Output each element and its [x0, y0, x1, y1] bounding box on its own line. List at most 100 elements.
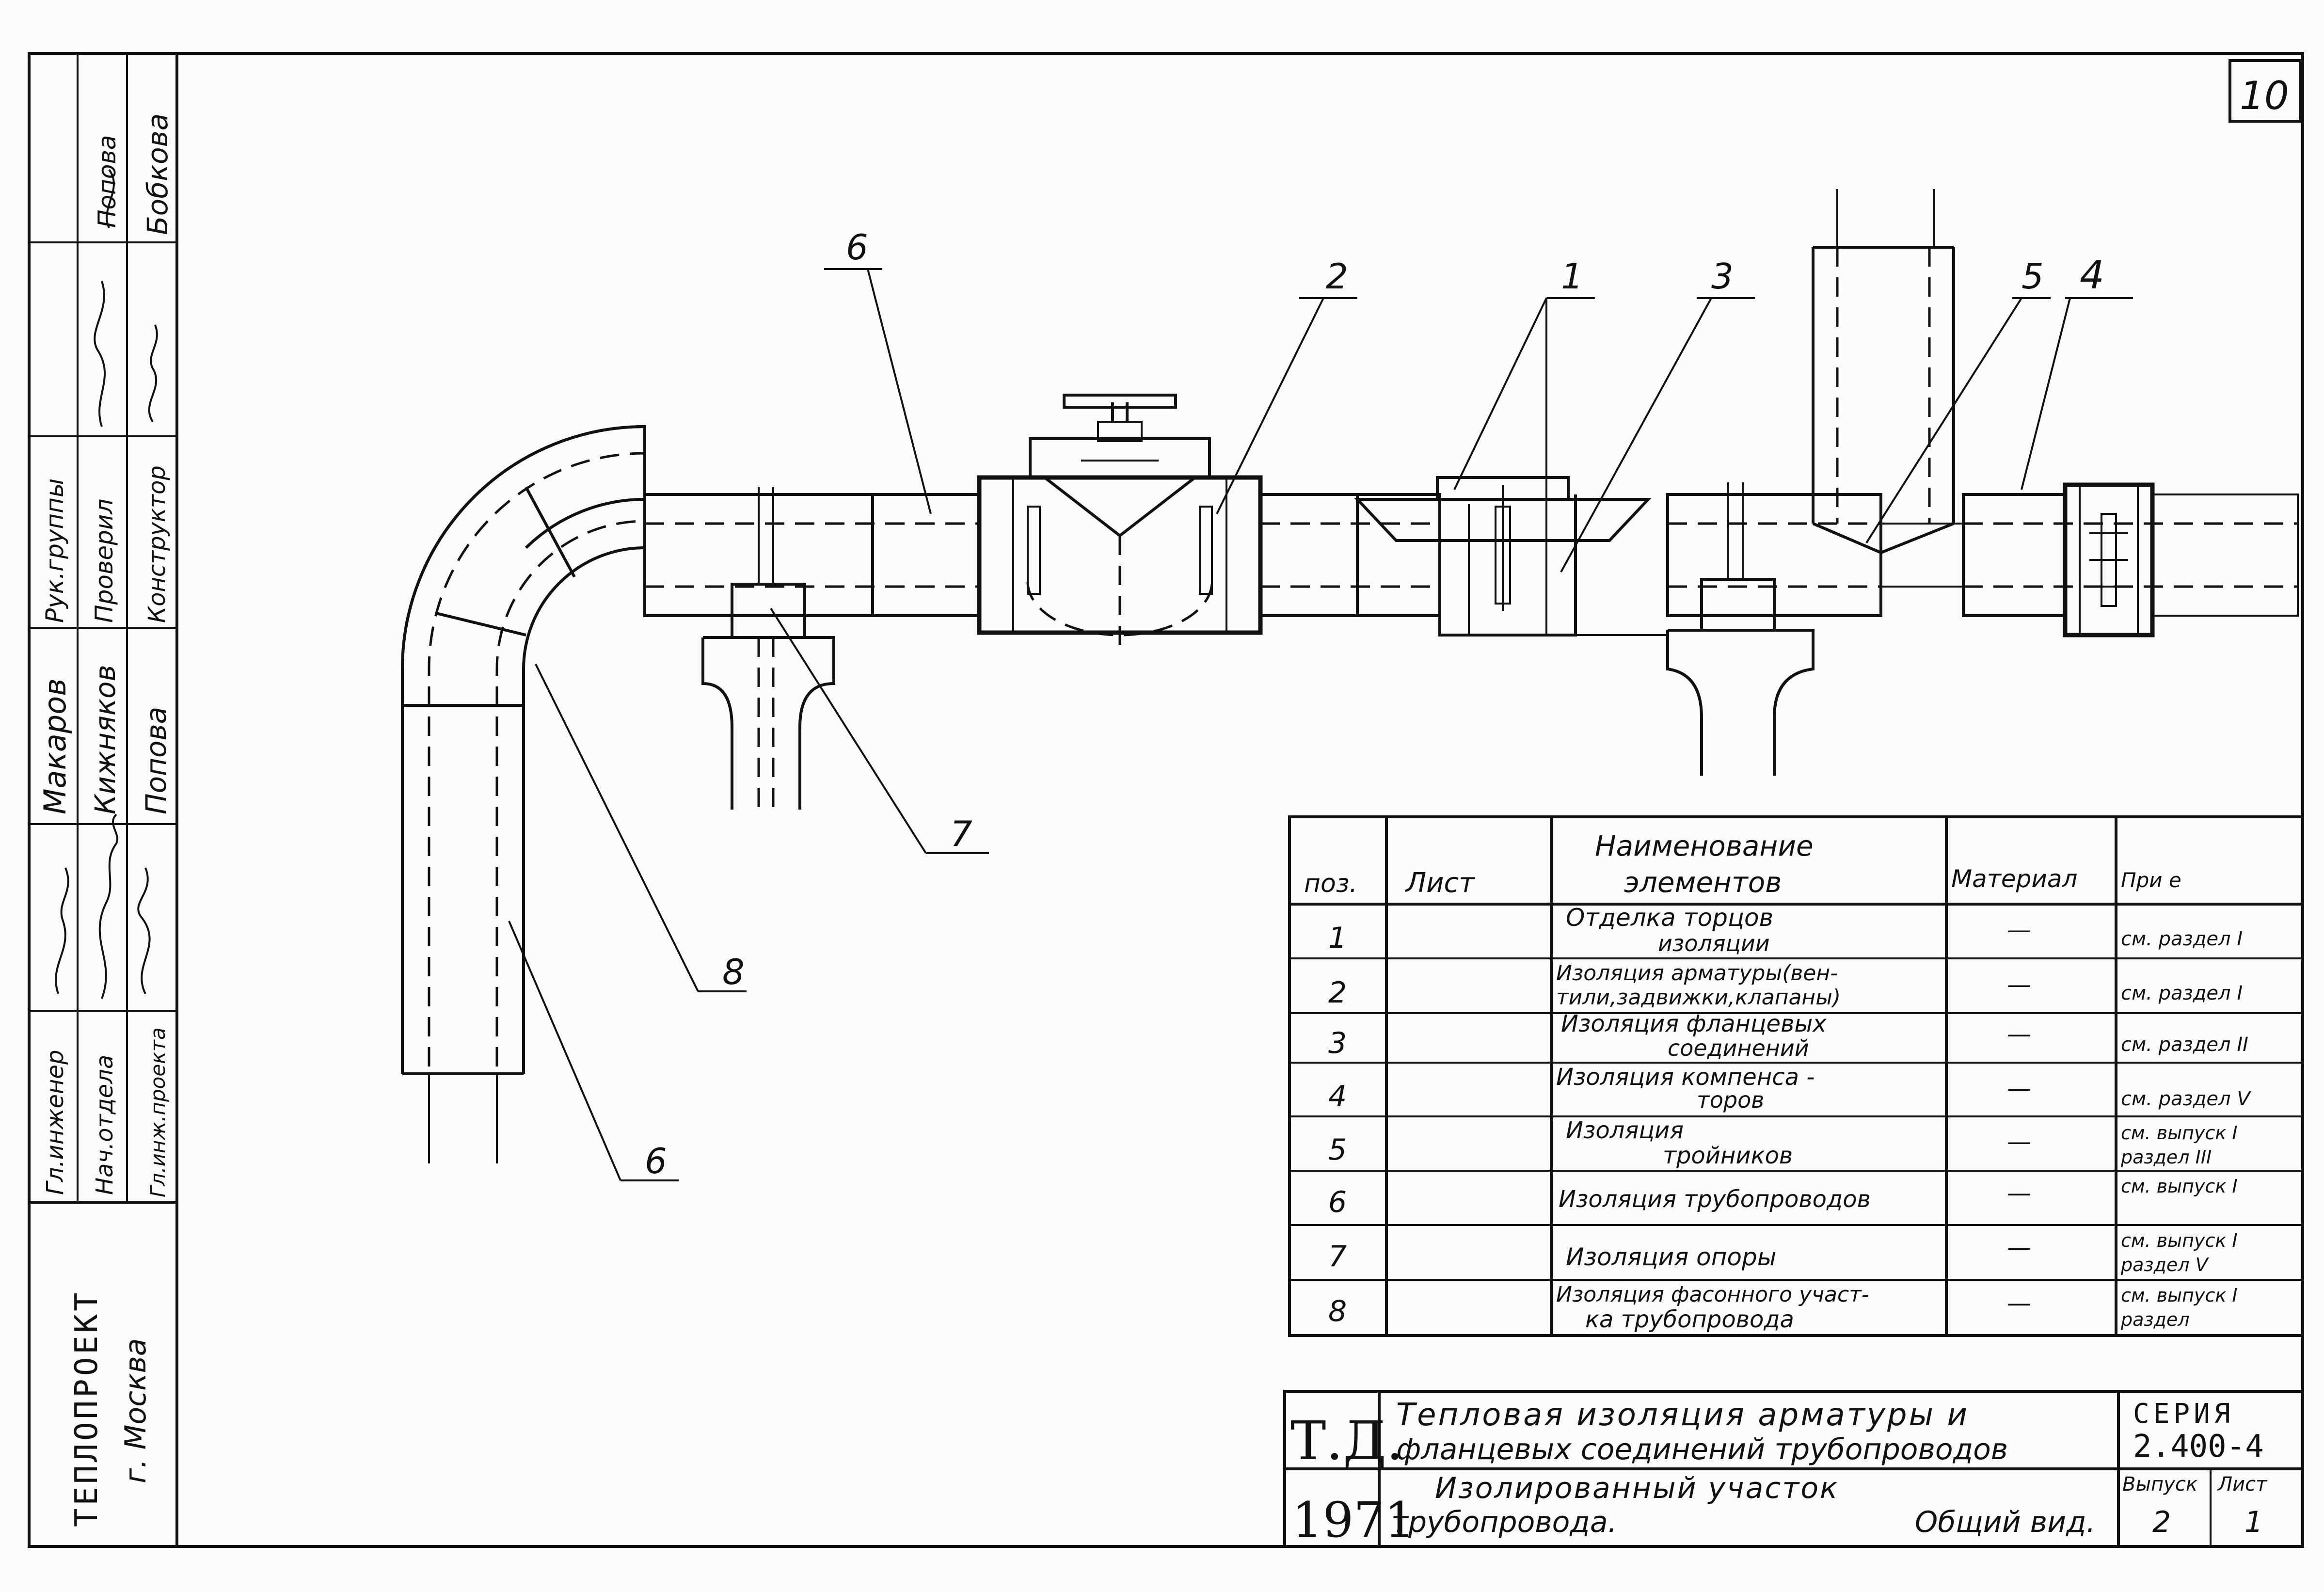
- row-8-name-2: ка трубопровода: [1585, 1306, 1794, 1333]
- callout-6-top: 6: [846, 227, 868, 268]
- sheet-number-box: [2228, 59, 2302, 123]
- stamp-strip: Гл.инженер Нач.отдела Гл.инж.проекта Рук…: [29, 53, 177, 1527]
- sheet-label: Лист: [2217, 1473, 2268, 1496]
- row-7-name-1: Изоляция опоры: [1566, 1243, 1776, 1271]
- pipe-support-left: [701, 487, 835, 810]
- row-1-name-2: изоляции: [1658, 930, 1770, 956]
- callout-3: 3: [1711, 256, 1734, 297]
- role-department-head: Нач.отдела: [91, 1055, 118, 1195]
- role-chief-engineer: Гл.инженер: [42, 1050, 69, 1195]
- row-4-name-2: торов: [1697, 1087, 1764, 1113]
- series-label: СЕРИЯ: [2133, 1398, 2234, 1430]
- insulated-tee: [1812, 189, 1955, 555]
- row-8-pos: 8: [1328, 1294, 1347, 1328]
- subtitle-line-2: трубопровода.: [1391, 1505, 1617, 1539]
- callout-2: 2: [1326, 256, 1348, 297]
- title-line-1: Тепловая изоляция арматуры и: [1396, 1397, 1969, 1433]
- row-5-name-2: тройников: [1663, 1142, 1793, 1169]
- series-value: 2.400-4: [2133, 1429, 2264, 1465]
- row-4-material: —: [2007, 1074, 2031, 1102]
- row-8-material: —: [2007, 1289, 2031, 1317]
- row-3-pos: 3: [1328, 1026, 1347, 1060]
- name-popova-1: Попова: [140, 707, 173, 814]
- leader-lines: [508, 268, 2133, 1181]
- subtitle-line-3: Общий вид.: [1915, 1505, 2096, 1539]
- name-makarov: Макаров: [37, 678, 73, 814]
- row-3-material: —: [2007, 1020, 2031, 1048]
- title-block: Т.Д. 1971 Тепловая изоляция арматуры и ф…: [1283, 1390, 2304, 1548]
- row-5-material: —: [2007, 1128, 2031, 1156]
- header-material: Материал: [1951, 865, 2078, 893]
- insulated-flange-joint: [1354, 476, 1668, 637]
- institution-city: г. Москва: [119, 1338, 153, 1483]
- row-7-note-1: см. выпуск I: [2121, 1230, 2238, 1251]
- row-6-note-1: см. выпуск I: [2121, 1176, 2238, 1197]
- callout-6-bottom: 6: [645, 1141, 667, 1181]
- row-4-note-1: см. раздел V: [2121, 1088, 2251, 1110]
- row-1-material: —: [2007, 916, 2031, 944]
- callout-7: 7: [950, 813, 972, 854]
- row-1-pos: 1: [1328, 921, 1347, 955]
- specification-table: поз. Лист Наименование элементов Материа…: [1288, 815, 2304, 1337]
- name-bobkova: Бобкова: [141, 113, 174, 235]
- subtitle-line-1: Изолированный участок: [1435, 1471, 1839, 1505]
- row-4-name-1: Изоляция компенса -: [1556, 1064, 1815, 1091]
- row-2-note-1: см. раздел I: [2121, 982, 2243, 1004]
- callout-5: 5: [2022, 256, 2044, 297]
- pipe-support-right: [1666, 482, 1815, 776]
- outer-frame: [28, 52, 2304, 1548]
- callout-1: 1: [1561, 256, 1583, 297]
- row-3-note-1: см. раздел II: [2121, 1034, 2248, 1056]
- row-2-name-1: Изоляция арматуры(вен-: [1556, 961, 1838, 986]
- row-5-note-2: раздел III: [2120, 1146, 2212, 1168]
- row-6-pos: 6: [1328, 1185, 1347, 1219]
- row-1-name-1: Отделка торцов: [1566, 904, 1773, 932]
- pipeline-drawing: 6 2 1 3 5 4 7 8 6: [401, 189, 2299, 1181]
- row-6-name-1: Изоляция трубопроводов: [1559, 1186, 1871, 1213]
- title-year: 1971: [1292, 1492, 1416, 1548]
- row-5-pos: 5: [1328, 1133, 1347, 1167]
- header-pos: поз.: [1304, 869, 1357, 898]
- role-designer: Конструктор: [143, 465, 171, 623]
- row-5-note-1: см. выпуск I: [2121, 1122, 2238, 1144]
- row-1-note-1: см. раздел I: [2121, 928, 2243, 950]
- row-7-pos: 7: [1328, 1240, 1347, 1274]
- insulated-valve: [977, 394, 1263, 645]
- name-kizhnyakov: Кижняков: [89, 665, 122, 814]
- row-8-name-1: Изоляция фасонного участ-: [1556, 1282, 1869, 1307]
- header-name-2: элементов: [1624, 866, 1782, 899]
- issue-label: Выпуск: [2122, 1473, 2197, 1496]
- row-7-material: —: [2007, 1233, 2031, 1261]
- issue-value: 2: [2152, 1505, 2171, 1539]
- header-note: При е: [2121, 868, 2181, 892]
- callout-8: 8: [722, 952, 745, 992]
- row-8-note-2: раздел: [2120, 1309, 2190, 1330]
- row-7-note-2: раздел V: [2120, 1254, 2210, 1275]
- sheet-value: 1: [2244, 1505, 2263, 1539]
- row-2-name-2: тили,задвижки,клапаны): [1556, 985, 1841, 1010]
- role-group-head: Рук.группы: [41, 478, 69, 623]
- title-line-2: фланцевых соединений трубопроводов: [1396, 1433, 2008, 1466]
- institution-name: ТЕПЛОПРОЕКТ: [69, 1290, 105, 1527]
- row-6-material: —: [2007, 1179, 2031, 1207]
- row-2-pos: 2: [1328, 976, 1347, 1010]
- signature-marks: [55, 169, 158, 999]
- role-checked-by: Проверил: [90, 499, 118, 623]
- insulated-compensator: [2063, 482, 2155, 637]
- row-8-note-1: см. выпуск I: [2121, 1285, 2238, 1306]
- insulated-elbow: [401, 425, 646, 1163]
- row-3-name-1: Изоляция фланцевых: [1561, 1010, 1827, 1037]
- header-sheet: Лист: [1405, 867, 1475, 899]
- row-2-material: —: [2007, 971, 2031, 999]
- callout-4: 4: [2080, 253, 2104, 298]
- title-code: Т.Д.: [1290, 1410, 1403, 1472]
- row-5-name-1: Изоляция: [1566, 1117, 1684, 1144]
- sheet-number: 10: [2240, 73, 2289, 118]
- row-4-pos: 4: [1328, 1080, 1347, 1114]
- role-chief-project-engineer: Гл.инж.проекта: [146, 1027, 170, 1197]
- horizontal-pipe-segments: [643, 493, 2299, 617]
- row-3-name-2: соединений: [1668, 1035, 1809, 1061]
- header-name-1: Наименование: [1595, 829, 1814, 862]
